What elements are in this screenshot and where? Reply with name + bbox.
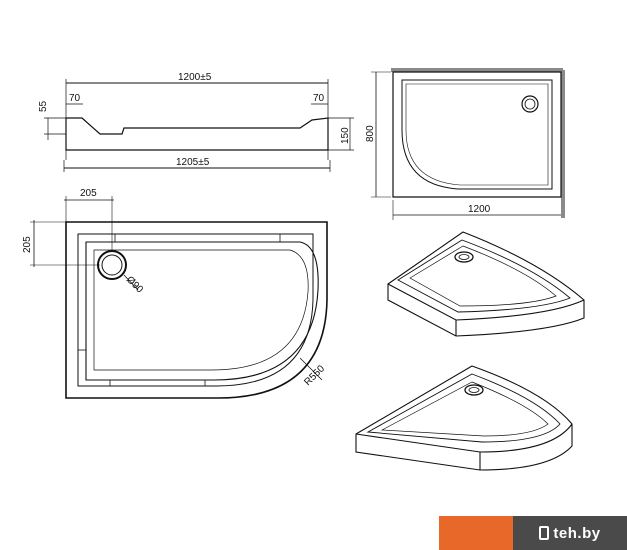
tray-profile-outline [65,117,329,151]
brand-logo: teh.by [513,516,627,550]
main-plan-view [30,196,328,399]
brand-accent [439,516,513,550]
small-basin-outline [401,79,553,190]
left-height-label: 55 [38,100,49,112]
small-drain-icon [521,95,539,113]
drain-offset-y-label: 205 [22,236,33,253]
small-depth-label: 800 [365,125,376,142]
left-rim-label: 70 [69,93,81,104]
brand-site-name: teh.by [553,524,601,542]
bottom-width-label: 1205±5 [176,157,210,168]
right-rim-label: 70 [313,93,325,104]
top-width-label: 1200±5 [178,72,212,83]
brand-bar[interactable]: teh.by [439,516,627,550]
isometric-view-top [387,231,585,337]
basin-outline [85,241,319,381]
right-height-label: 150 [340,127,351,144]
isometric-view-bottom [355,365,573,471]
profile-view [44,79,354,172]
phone-icon [539,526,550,540]
small-plan-view [371,68,565,220]
tray-outer-outline [65,221,328,399]
drain-offset-x-label: 205 [80,188,97,199]
small-width-label: 1200 [468,204,491,215]
drain-diameter-label: Ø90 [124,274,145,295]
